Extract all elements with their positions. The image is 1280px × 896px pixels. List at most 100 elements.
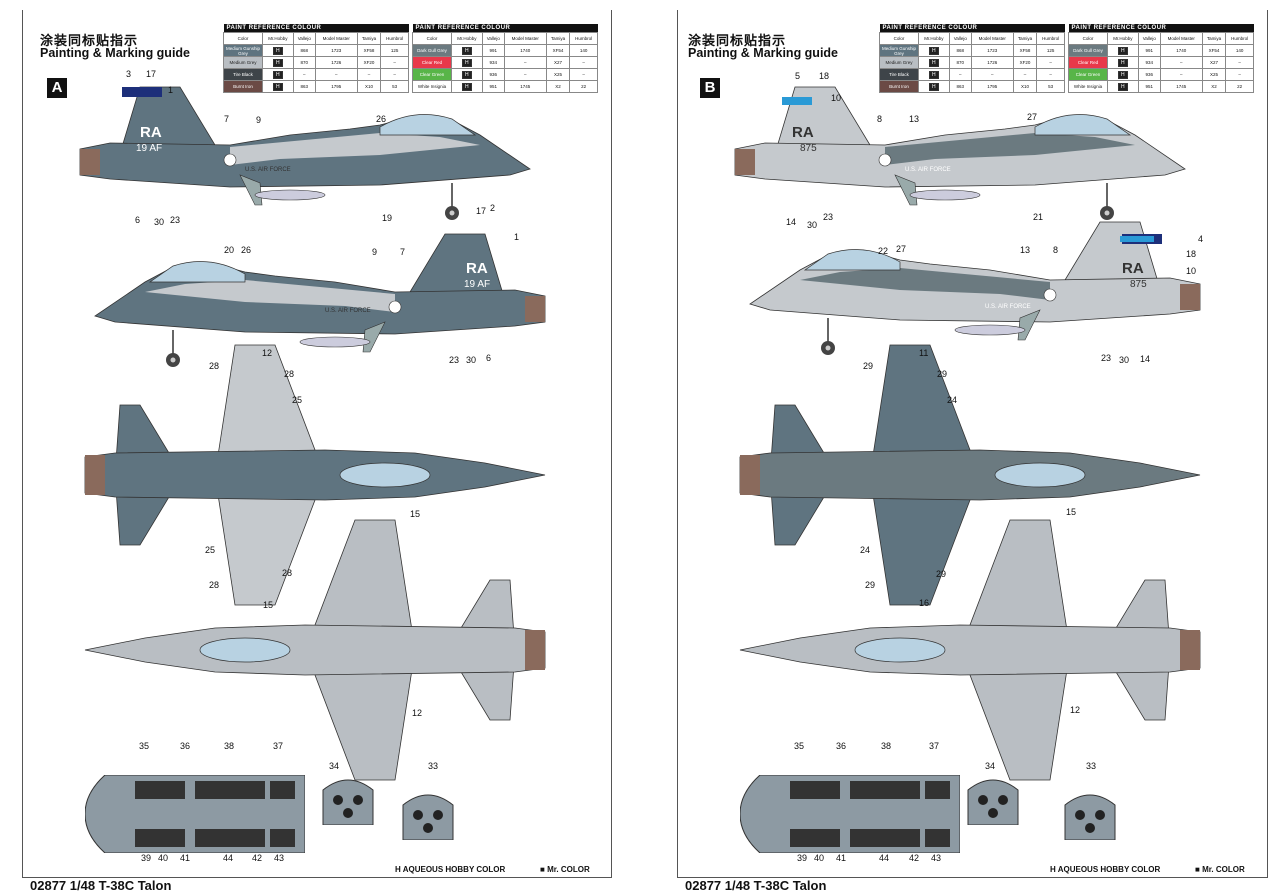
paint-chip-icon: H <box>273 58 283 67</box>
paint-table-cell: 1795 <box>314 80 358 93</box>
paint-table-cell: White Insignia <box>412 80 452 93</box>
paint-table-cell: Color <box>412 32 452 45</box>
paint-table-cell: Vallejo <box>292 32 316 45</box>
legend-aqueous-a: H AQUEOUS HOBBY COLOR <box>395 865 505 874</box>
paint-chip-icon: H <box>1118 70 1128 79</box>
callout: 27 <box>1027 112 1038 122</box>
paint-table-cell: H <box>1107 44 1139 57</box>
tail-unit-b: 875 <box>800 143 817 154</box>
callout: 38 <box>881 741 892 751</box>
callout: 11 <box>919 348 929 358</box>
paint-chip-icon: H <box>1118 58 1128 67</box>
callout: 24 <box>947 395 958 405</box>
callout: 29 <box>863 361 874 371</box>
callout: 44 <box>879 853 890 863</box>
paint-table-cell: 1745 <box>1159 80 1203 93</box>
paint-table-cell: XF20 <box>356 56 382 69</box>
paint-table-cell: Tamiya <box>545 32 571 45</box>
paint-table-cell: H <box>918 56 950 69</box>
paint-table-cell: 53 <box>380 80 409 93</box>
paint-table-cell: PAINT REFERENCE COLOUR <box>879 24 1065 33</box>
paint-table-cell: X10 <box>356 80 382 93</box>
paint-table-cell: – <box>1036 56 1065 69</box>
callout: 39 <box>797 853 808 863</box>
paint-table-cell: XF54 <box>1201 44 1227 57</box>
title-chinese-a: 涂装同标贴指示 <box>40 33 139 48</box>
paint-chip-icon: H <box>929 46 939 55</box>
callout: 34 <box>985 761 996 771</box>
callout: 2 <box>490 203 496 213</box>
cockpit-tub-b <box>740 775 960 853</box>
callout: 12 <box>262 348 273 358</box>
paint-table-cell: Clear Red <box>1068 56 1108 69</box>
callout: 27 <box>896 244 907 254</box>
callout: 3 <box>126 69 132 79</box>
legend-mrcolor-a: ■ Mr. COLOR <box>540 865 590 874</box>
title-english-b: Painting & Marking guide <box>688 46 839 60</box>
callout: 23 <box>170 215 181 225</box>
paint-table-cell: 868 <box>292 44 316 57</box>
paint-table-cell: Mr.Hobby <box>1107 32 1139 45</box>
callout: 34 <box>329 761 340 771</box>
callout: 8 <box>877 114 883 124</box>
paint-table-cell: Medium Grey <box>223 56 263 69</box>
tail-code-b2: RA <box>1122 260 1144 277</box>
paint-table-cell: XF20 <box>1012 56 1038 69</box>
callout: 21 <box>1033 212 1044 222</box>
callout: 24 <box>860 545 871 555</box>
paint-table-cell: Color <box>879 32 919 45</box>
paint-table-cell: 140 <box>569 44 598 57</box>
paint-table-cell: Tamiya <box>1012 32 1038 45</box>
paint-table-cell: Vallejo <box>1137 32 1161 45</box>
paint-table-cell: 936 <box>1137 68 1161 81</box>
paint-table-cell: H <box>451 68 483 81</box>
fuselage-text-b: U.S. AIR FORCE <box>905 167 951 173</box>
paint-chip-icon: H <box>273 46 283 55</box>
aqueous-chip-icon: H <box>395 865 401 874</box>
callout: 7 <box>224 114 230 124</box>
callout: 14 <box>786 217 797 227</box>
paint-table-cell: 863 <box>292 80 316 93</box>
paint-table-cell: – <box>503 68 547 81</box>
paint-table-cell: Dark Gull Grey <box>1068 44 1108 57</box>
paint-table-cell: 125 <box>380 44 409 57</box>
callout: 6 <box>486 353 492 363</box>
paint-table-cell: 53 <box>1036 80 1065 93</box>
callout: 28 <box>209 580 220 590</box>
callout: 23 <box>1101 353 1112 363</box>
paint-table-cell: Humbrol <box>1036 32 1065 45</box>
paint-table-cell: Humbrol <box>380 32 409 45</box>
paint-table-cell: Tamiya <box>1201 32 1227 45</box>
paint-chip-icon: H <box>462 58 472 67</box>
callout: 20 <box>224 245 235 255</box>
paint-table-cell: 1795 <box>970 80 1014 93</box>
callout: 10 <box>1186 266 1197 276</box>
callout: 18 <box>819 71 830 81</box>
paint-table-cell: H <box>262 44 294 57</box>
callout: 28 <box>209 361 220 371</box>
paint-table-cell: H <box>1107 68 1139 81</box>
paint-table-cell: 22 <box>1225 80 1254 93</box>
bottom-view-a <box>84 519 546 781</box>
paint-table-cell: – <box>569 56 598 69</box>
paint-table-cell: H <box>451 56 483 69</box>
callout: 30 <box>1119 355 1130 365</box>
paint-chip-icon: H <box>1118 82 1128 91</box>
instrument-panel-33-a <box>403 795 453 840</box>
callout: 36 <box>180 741 191 751</box>
paint-table-cell: Color <box>1068 32 1108 45</box>
callout: 29 <box>865 580 876 590</box>
legend-mrcolor-label: Mr. COLOR <box>547 865 590 874</box>
paint-table-title: PAINT REFERENCE COLOUR <box>223 24 409 33</box>
callout: 19 <box>382 213 393 223</box>
legend-mrcolor-label: Mr. COLOR <box>1202 865 1245 874</box>
paint-chip-icon: H <box>929 82 939 91</box>
callout: 15 <box>1066 507 1077 517</box>
paint-table-cell: Model Master <box>1159 32 1203 45</box>
fuselage-text-b2: U.S. AIR FORCE <box>985 304 1031 310</box>
callout: 13 <box>1020 245 1031 255</box>
